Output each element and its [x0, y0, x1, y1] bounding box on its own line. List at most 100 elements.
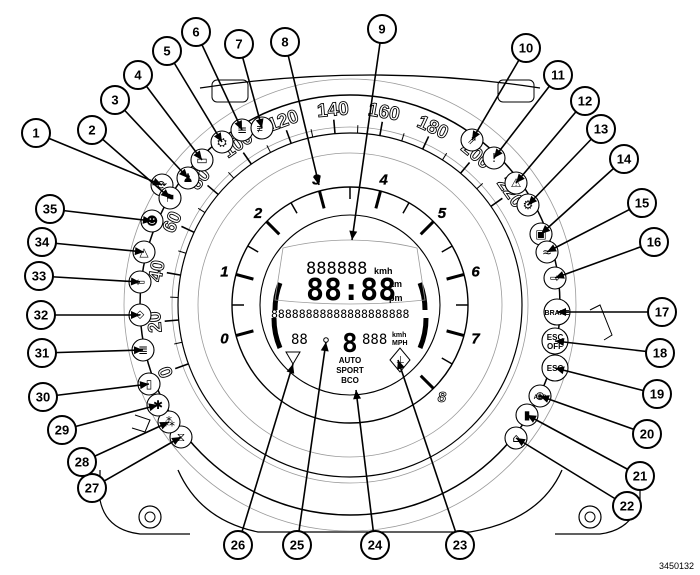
- callout-number: 31: [35, 346, 49, 361]
- tachometer-label-6: 6: [471, 263, 480, 280]
- speedometer-tick: [490, 197, 503, 208]
- callout-number: 16: [647, 235, 661, 250]
- tachometer-tick: [235, 329, 254, 337]
- callout-number: 11: [551, 68, 565, 83]
- tachometer-tick: [290, 202, 298, 214]
- callout-34: 34: [27, 227, 57, 257]
- clock-digits: 88:88: [306, 273, 396, 308]
- leader-line-13: [527, 128, 602, 206]
- leader-arrow: [540, 395, 550, 403]
- callout-number: 22: [620, 499, 634, 514]
- odometer-digits: 888888: [306, 259, 367, 279]
- callout-29: 29: [47, 415, 77, 445]
- leader-line-29: [61, 404, 159, 431]
- leader-arrow: [547, 244, 557, 252]
- leader-arrow: [148, 403, 158, 412]
- leader-line-14: [540, 158, 625, 235]
- leader-arrow: [516, 173, 525, 183]
- tachometer-label-4: 4: [378, 171, 388, 188]
- odometer-unit: kmh: [374, 266, 393, 276]
- low-temp-dot: [323, 337, 329, 343]
- mode-sport: SPORT: [336, 366, 364, 375]
- callout-number: 5: [163, 44, 170, 59]
- leader-line-19: [554, 367, 658, 395]
- tachometer-tick: [265, 220, 281, 236]
- leader-line-22: [515, 437, 628, 507]
- speedometer-tick: [174, 363, 189, 370]
- callout-12: 12: [570, 86, 600, 116]
- tachometer-label-0: 0: [220, 331, 229, 348]
- leader-arrow: [541, 224, 551, 234]
- leader-line-35: [49, 208, 153, 222]
- leader-arrow: [130, 277, 140, 286]
- leader-line-34: [41, 241, 145, 253]
- mode-bco: BCO: [341, 376, 359, 385]
- leader-arrow: [159, 422, 169, 430]
- tachometer-bar-segments: [271, 282, 429, 349]
- callout-number: 30: [36, 390, 50, 405]
- tachometer-tick: [419, 374, 435, 390]
- fuel-gauge-pointer: [285, 351, 301, 365]
- leader-line-23: [397, 359, 461, 546]
- leader-line-6: [195, 31, 243, 131]
- callout-26: 26: [223, 530, 253, 560]
- leader-line-4: [137, 74, 203, 161]
- clock-pm: pm: [389, 293, 403, 303]
- tachometer-tick-marks: [232, 187, 468, 390]
- tachometer-tick: [235, 273, 254, 281]
- callout-number: 2: [88, 123, 95, 138]
- speedometer-label-140: 140: [316, 98, 349, 122]
- svg-text:≢: ≢: [257, 123, 268, 135]
- tachometer-tick: [441, 245, 453, 253]
- callout-25: 25: [282, 530, 312, 560]
- callout-8: 8: [270, 27, 300, 57]
- callout-18: 18: [645, 338, 675, 368]
- leader-line-27: [91, 436, 182, 489]
- speedometer-label-180: 180: [414, 112, 452, 144]
- speedometer-tick: [441, 152, 448, 161]
- speedometer-tick: [166, 271, 181, 276]
- callout-number: 10: [519, 41, 533, 56]
- speedometer-tick: [379, 121, 384, 136]
- leader-arrow: [494, 148, 503, 158]
- callout-leader-lines: [35, 28, 662, 546]
- telltale-label-esc_off_bottom: OFF: [547, 342, 563, 351]
- leader-arrow: [193, 150, 202, 160]
- callout-number: 14: [617, 152, 632, 167]
- callout-number: 1: [32, 126, 39, 141]
- tachometer-tick: [419, 220, 435, 236]
- leader-line-1: [35, 132, 163, 186]
- speedometer-tick: [164, 319, 179, 323]
- leader-arrow: [555, 366, 565, 375]
- callout-5: 5: [152, 36, 182, 66]
- callout-24: 24: [360, 530, 390, 560]
- mode-auto: AUTO: [339, 356, 362, 365]
- leader-line-12: [515, 100, 586, 184]
- leader-line-21: [526, 414, 641, 477]
- tachometer-label-8: 8: [438, 389, 447, 406]
- leader-arrow: [286, 364, 295, 374]
- leader-line-31: [41, 349, 144, 354]
- figure-id: 3450132: [658, 561, 694, 571]
- callout-4: 4: [123, 60, 153, 90]
- leader-line-33: [38, 275, 141, 283]
- speedometer-tick-marks: [164, 119, 503, 370]
- tachometer-tick: [441, 357, 453, 365]
- leader-arrow: [131, 311, 140, 319]
- leader-line-10: [471, 47, 527, 141]
- callout-14: 14: [609, 144, 639, 174]
- lcd-display: 888888 kmh 88:88 am pm 88888888888888888…: [271, 239, 426, 385]
- callout-number: 20: [640, 427, 654, 442]
- callout-number: 28: [75, 455, 89, 470]
- callout-6: 6: [181, 17, 211, 47]
- gear-digit: 8: [342, 329, 358, 359]
- callout-number: 25: [290, 538, 304, 553]
- leader-line-3: [114, 99, 189, 179]
- leader-arrow: [142, 215, 152, 224]
- tachometer-tick: [374, 190, 382, 209]
- tachometer-label-7: 7: [471, 331, 480, 348]
- svg-text:⟐: ⟐: [135, 308, 145, 322]
- callout-10: 10: [511, 33, 541, 63]
- tachometer-tick: [402, 202, 410, 214]
